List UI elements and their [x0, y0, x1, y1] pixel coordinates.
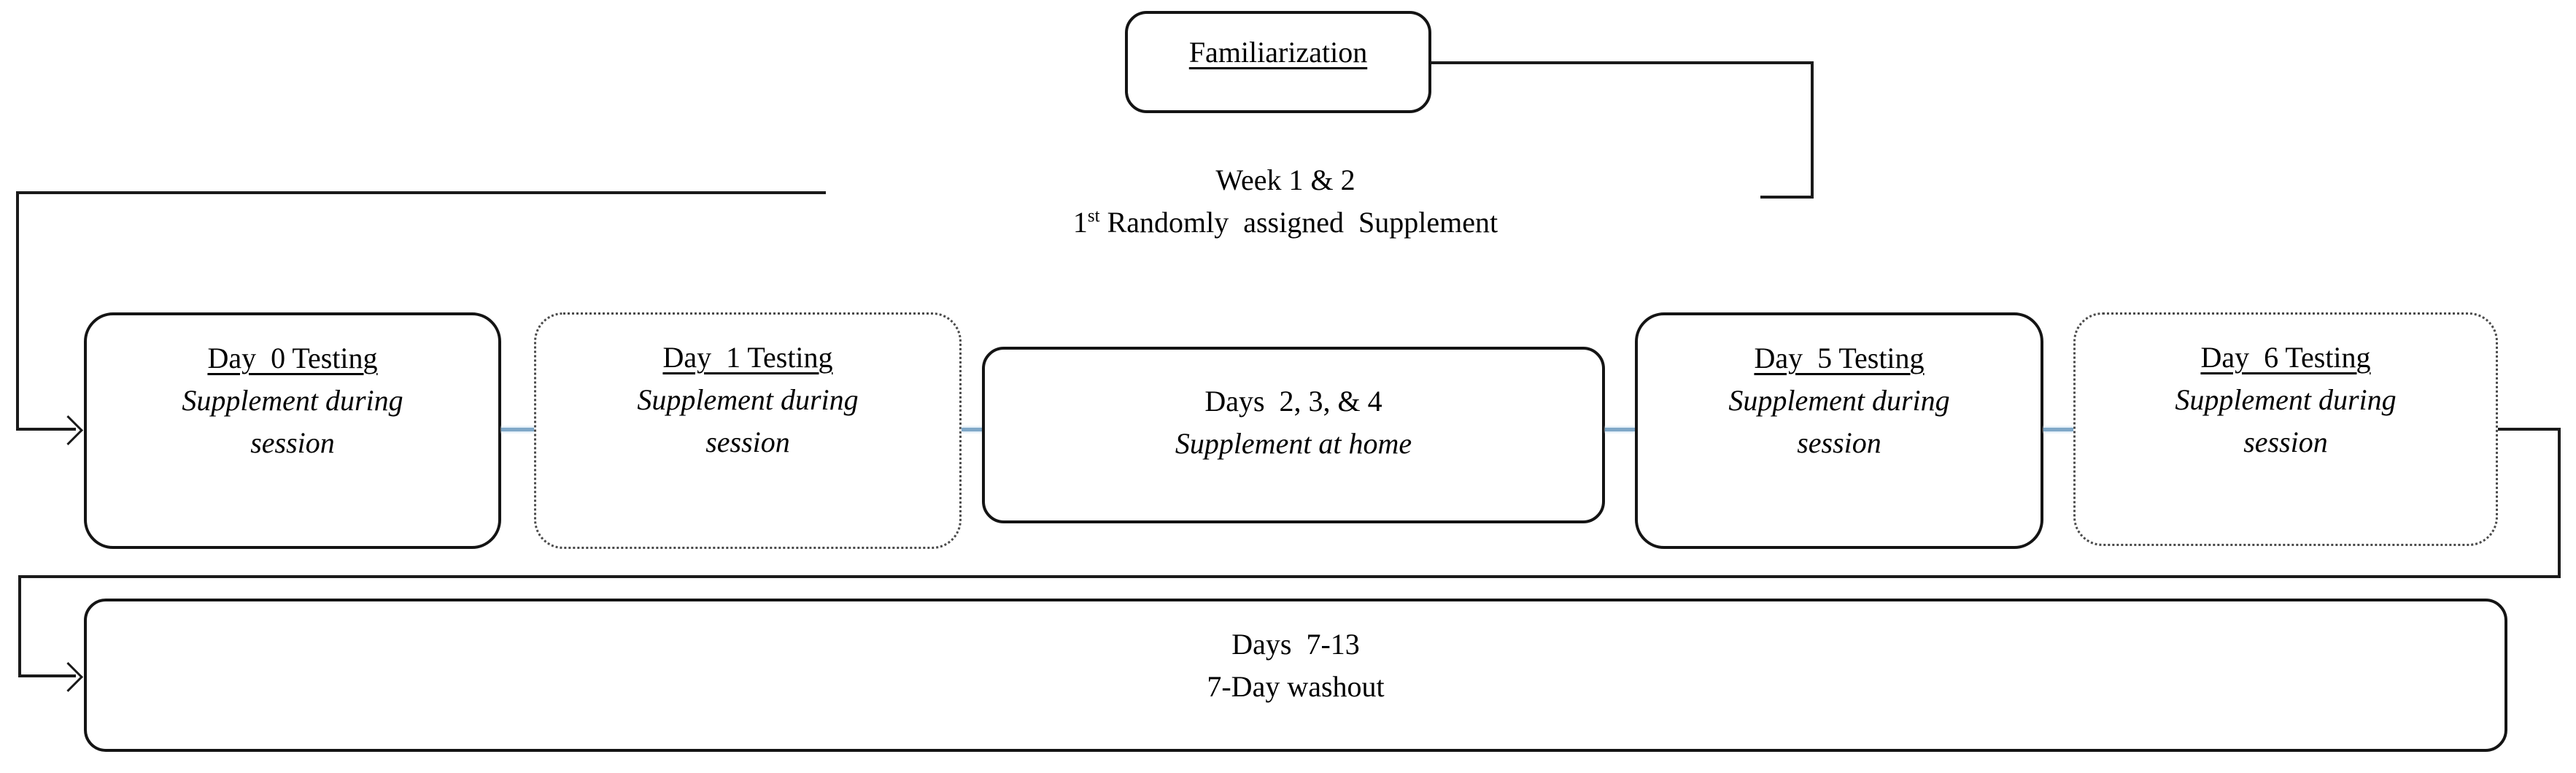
connector-familiarization-foot [1760, 196, 1814, 199]
day5-line2: session [1797, 426, 1881, 459]
day1-line1: Supplement during [637, 383, 859, 416]
connector-day6-horizontal [2498, 428, 2561, 431]
connector-left-vertical [16, 191, 19, 431]
phase-label: Week 1 & 2 1st Randomly assigned Supplem… [848, 159, 1723, 244]
phase-label-line2-rest: Randomly assigned Supplement [1099, 206, 1498, 239]
day5-title: Day 5 Testing [1754, 342, 1925, 374]
washout-box: Days 7-13 7-Day washout [84, 599, 2507, 752]
day0-testing-box: Day 0 Testing Supplement during session [84, 312, 501, 549]
day6-line1: Supplement during [2175, 383, 2397, 416]
familiarization-box: Familiarization [1125, 11, 1431, 113]
connector-right-vertical [2558, 428, 2561, 578]
days234-box: Days 2, 3, & 4 Supplement at home [982, 347, 1605, 523]
day5-testing-box: Day 5 Testing Supplement during session [1635, 312, 2043, 549]
day6-line2: session [2243, 426, 2328, 458]
phase-label-line1: Week 1 & 2 [1215, 164, 1355, 196]
connector-blue-1 [501, 428, 534, 431]
arrow-washout-head-icon [53, 661, 84, 693]
connector-familiarization-horizontal [1431, 61, 1814, 64]
arrow-day0-head-icon [53, 415, 84, 446]
day1-testing-box: Day 1 Testing Supplement during session [534, 312, 962, 549]
connector-blue-3 [1605, 428, 1635, 431]
phase-label-line2: 1st Randomly assigned Supplement [848, 201, 1723, 244]
day0-title: Day 0 Testing [207, 342, 378, 374]
washout-line1: Days 7-13 [1231, 628, 1360, 661]
arrow-washout-shaft [18, 674, 76, 677]
connector-blue-4 [2043, 428, 2073, 431]
day0-line2: session [250, 426, 335, 459]
connector-familiarization-vertical [1811, 61, 1814, 199]
connector-left-top-horizontal [16, 191, 826, 194]
day1-title: Day 1 Testing [662, 341, 833, 374]
phase-ordinal: 1 [1072, 206, 1088, 239]
day6-testing-box: Day 6 Testing Supplement during session [2073, 312, 2498, 546]
connector-blue-2 [962, 428, 983, 431]
days234-line1: Supplement at home [1175, 427, 1412, 460]
connector-bottomleft-vertical [18, 575, 21, 677]
days234-title: Days 2, 3, & 4 [1204, 385, 1382, 418]
day5-line1: Supplement during [1728, 384, 1950, 417]
day0-line1: Supplement during [182, 384, 403, 417]
phase-ordinal-suffix: st [1087, 206, 1100, 226]
day1-line2: session [705, 426, 790, 458]
arrow-day0-shaft [16, 428, 76, 431]
familiarization-title: Familiarization [1188, 36, 1368, 69]
day6-title: Day 6 Testing [2200, 341, 2371, 374]
washout-line2: 7-Day washout [1207, 670, 1385, 703]
connector-long-horizontal [18, 575, 2561, 578]
